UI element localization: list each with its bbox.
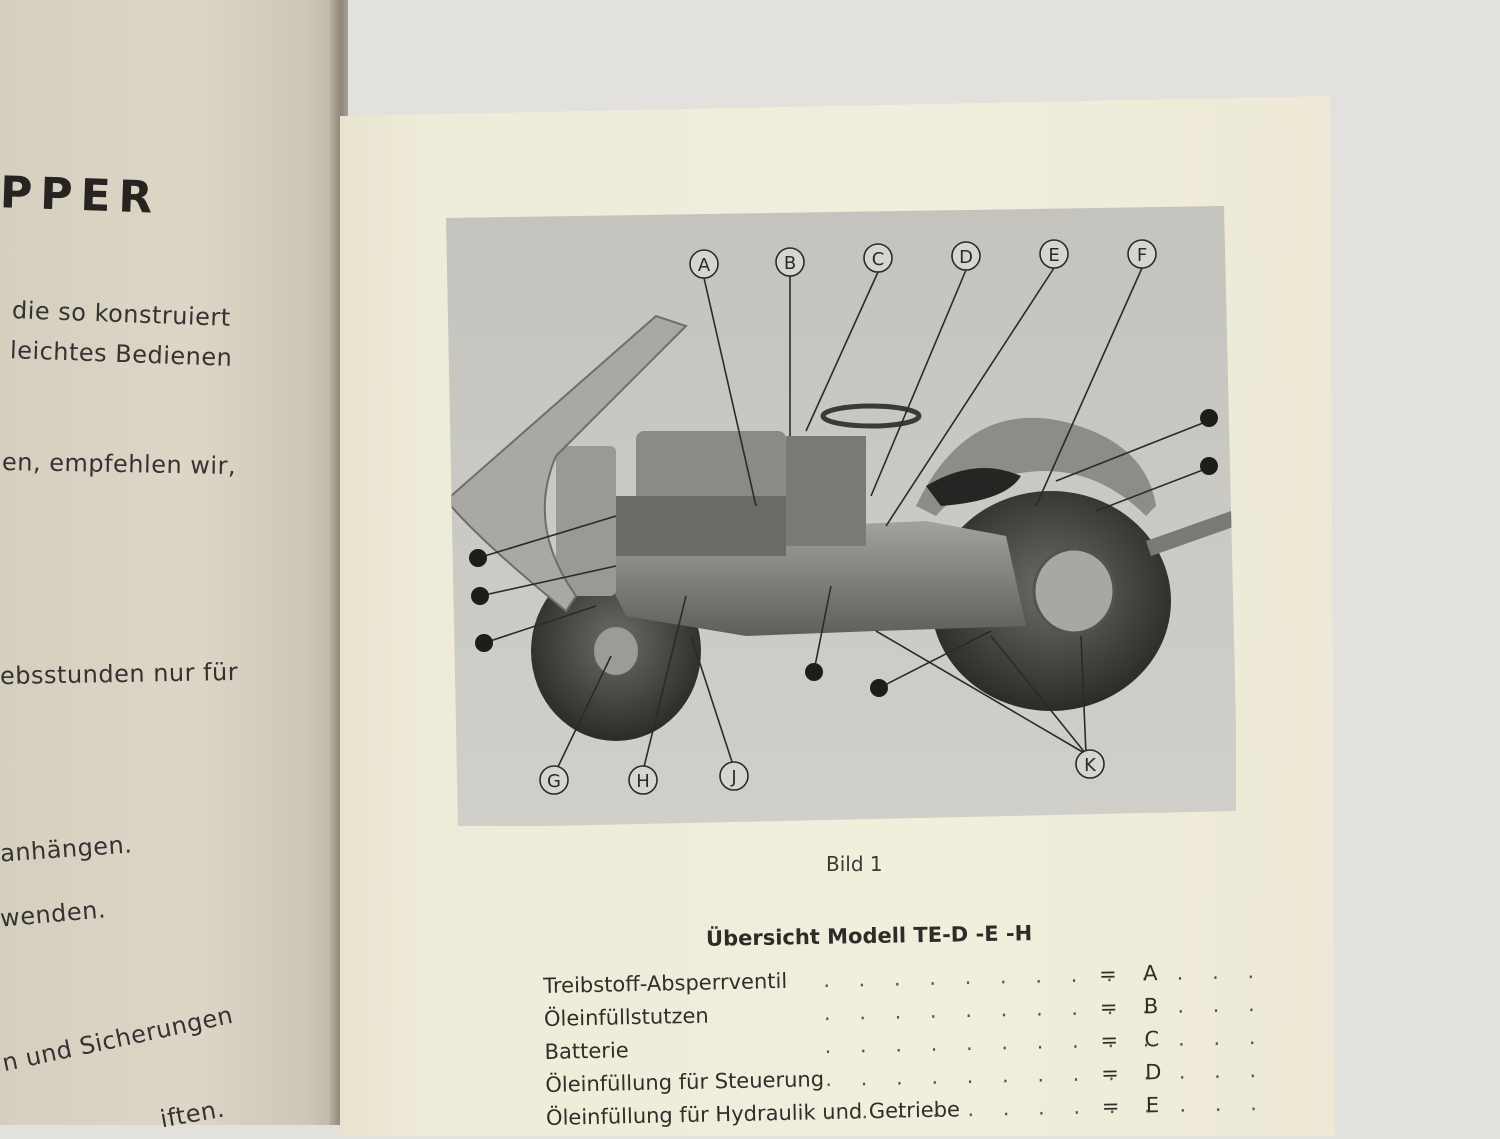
callout-label-f: F	[1137, 245, 1147, 266]
rear-hub	[1032, 547, 1116, 635]
radiator	[556, 446, 616, 596]
legend-item-label: Treibstoff-Absperrventil	[543, 968, 788, 998]
callout-h: H	[628, 765, 658, 795]
callout-g: G	[539, 765, 569, 795]
callout-d: D	[951, 241, 981, 271]
callout-j: J	[719, 761, 749, 791]
legend-item-key: C	[1144, 1027, 1160, 1052]
left-line-8: iften.	[158, 1094, 227, 1134]
legend-item-key: B	[1143, 994, 1159, 1019]
callout-label-k: K	[1084, 755, 1097, 776]
left-line-4: ebsstunden nur für	[0, 657, 239, 691]
callout-k: K	[1075, 749, 1105, 779]
equals-sign: =	[1100, 1060, 1120, 1086]
callout-label-a: A	[698, 255, 711, 276]
figure-caption: Bild 1	[826, 852, 883, 876]
callout-label-g: G	[547, 771, 561, 792]
left-line-7: n und Sicherungen	[0, 1000, 236, 1078]
callout-f: F	[1127, 239, 1157, 269]
left-line-1: die so konstruiert	[11, 296, 232, 332]
engine-block	[616, 496, 786, 556]
equals-sign: =	[1101, 1093, 1120, 1119]
seat	[926, 468, 1021, 506]
tractor-figure: A B C D E F G H	[446, 206, 1236, 826]
legend-item-label: Öleinfüllung für Steuerung	[545, 1067, 825, 1097]
left-line-3: en, empfehlen wir,	[1, 447, 237, 481]
callout-b: B	[775, 247, 805, 277]
steering-wheel	[820, 403, 922, 429]
equals-sign: =	[1099, 994, 1118, 1020]
legend-item-label: Batterie	[544, 1038, 629, 1064]
equals-sign: =	[1100, 1027, 1119, 1053]
rear-fender	[916, 417, 1156, 516]
dot-markers	[469, 409, 1218, 697]
legend-list: Treibstoff-Absperrventil . . . . . . . .…	[543, 959, 1268, 1139]
left-page-heading: PPER	[0, 167, 162, 224]
legend-item-key: A	[1142, 961, 1158, 986]
legend-item-key: E	[1145, 1093, 1160, 1118]
callout-label-h: H	[636, 771, 650, 792]
callout-label-j: J	[730, 767, 736, 788]
equals-sign: =	[1098, 961, 1117, 987]
callout-label-c: C	[872, 249, 885, 270]
legend-item-key: D	[1144, 1060, 1162, 1085]
callout-label-d: D	[959, 247, 973, 268]
leader-lines	[477, 267, 1209, 772]
callout-label-b: B	[784, 253, 796, 274]
callout-a: A	[689, 249, 719, 279]
left-line-6: wenden.	[0, 895, 107, 933]
raised-hood	[450, 314, 688, 613]
left-line-5: anhängen.	[0, 830, 134, 868]
callout-label-e: E	[1048, 245, 1059, 266]
left-page: PPER die so konstruiert leichtes Bediene…	[0, 0, 348, 1133]
left-line-2: leichtes Bedienen	[9, 336, 233, 372]
tractor-illustration: A B C D E F G H	[450, 239, 1236, 795]
hitch-arm	[1146, 511, 1236, 556]
callout-e: E	[1039, 239, 1069, 269]
battery-housing	[786, 436, 866, 546]
front-hub	[594, 627, 638, 675]
legend-item-label: Öleinfüllstutzen	[543, 1003, 709, 1031]
callout-c: C	[863, 243, 893, 273]
